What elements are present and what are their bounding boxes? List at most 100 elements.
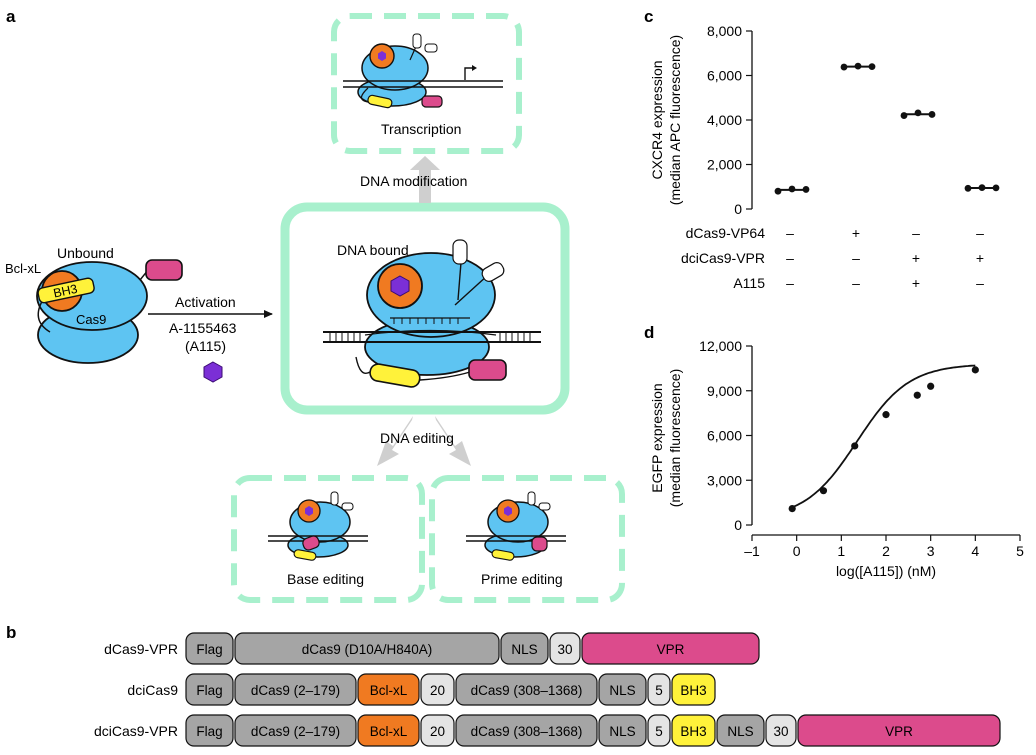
effector-domain xyxy=(145,259,183,281)
drug-label: A-1155463 xyxy=(169,320,237,336)
drug-abbr-label: (A115) xyxy=(185,338,226,354)
c-data-point xyxy=(840,63,848,71)
construct-segment-label: dCas9 (308–1368) xyxy=(471,683,583,698)
d-y-tick-label: 0 xyxy=(734,517,742,533)
c-y-tick-label: 6,000 xyxy=(707,68,742,84)
arrow-down-left xyxy=(377,416,413,466)
c-data-point xyxy=(802,186,810,193)
dna-bound-complex xyxy=(323,239,541,388)
prime-editing-complex xyxy=(466,491,566,561)
construct-segment-label: BH3 xyxy=(680,724,706,739)
d-fit-curve xyxy=(791,364,976,509)
construct-segment xyxy=(671,673,716,706)
d-x-tick-label: 5 xyxy=(1016,543,1024,559)
d-x-tick-label: 4 xyxy=(971,543,979,559)
d-x-tick-label: –1 xyxy=(744,543,760,559)
c-y-axis-label: CXCR4 expression xyxy=(649,60,665,179)
construct-segment-label: Flag xyxy=(196,683,222,698)
d-y-tick-label: 12,000 xyxy=(699,338,742,354)
panel-a: a Unbound Bcl-xL BH3 Cas9 Activation A-1… xyxy=(5,7,625,603)
c-data-point xyxy=(914,109,922,117)
construct-segment-label: dCas9 (308–1368) xyxy=(471,724,583,739)
c-condition-sign: – xyxy=(852,250,860,266)
c-condition-sign: + xyxy=(912,250,920,266)
construct-segment xyxy=(185,673,234,706)
construct-name: dCas9-VPR xyxy=(104,641,178,657)
construct-segment-label: 30 xyxy=(773,724,788,739)
panel-d-letter: d xyxy=(644,323,654,342)
c-y-tick-label: 4,000 xyxy=(707,112,742,128)
construct-segment-label: 30 xyxy=(557,642,572,657)
c-condition-sign: – xyxy=(786,275,794,291)
d-y-tick-label: 9,000 xyxy=(707,383,742,399)
d-x-tick-label: 0 xyxy=(793,543,801,559)
d-data-point xyxy=(913,391,921,399)
prime-editing-box xyxy=(429,475,625,603)
construct-segment-label: BH3 xyxy=(680,683,706,698)
c-condition-sign: + xyxy=(912,275,920,291)
c-row-label: A115 xyxy=(733,275,765,291)
c-data-point xyxy=(928,111,936,118)
d-x-tick-label: 3 xyxy=(927,543,935,559)
panel-b-letter: b xyxy=(6,623,16,642)
construct-segment-label: 5 xyxy=(655,724,663,739)
construct-segment-label: NLS xyxy=(727,724,753,739)
dna-bound-box xyxy=(280,202,570,415)
c-condition-sign: – xyxy=(976,275,984,291)
panel-b: b dCas9-VPR Flag dCas9 (D10A/H840A) NLS 30 VP… xyxy=(6,623,1001,747)
construct-segment xyxy=(647,673,671,706)
unbound-label: Unbound xyxy=(57,245,114,261)
construct-segment-label: Bcl-xL xyxy=(370,724,408,739)
prime-editing-label: Prime editing xyxy=(481,571,563,587)
construct-segment xyxy=(500,632,549,665)
effector-domain-bound xyxy=(468,359,507,381)
bh3-label: BH3 xyxy=(52,282,79,301)
c-y-tick-label: 0 xyxy=(734,201,742,217)
construct-segment xyxy=(420,673,455,706)
bclxl-label: Bcl-xL xyxy=(5,261,41,276)
construct-segment-label: NLS xyxy=(511,642,537,657)
c-y-tick-label: 8,000 xyxy=(707,23,742,39)
construct-segment-label: NLS xyxy=(609,724,635,739)
transcription-label: Transcription xyxy=(381,121,461,137)
c-data-point xyxy=(868,63,876,70)
base-editing-box xyxy=(231,475,425,603)
c-y-tick-label: 2,000 xyxy=(707,157,742,173)
c-condition-sign: – xyxy=(976,225,984,241)
dna-editing-label: DNA editing xyxy=(380,430,454,446)
c-data-point xyxy=(978,184,986,192)
construct-segment xyxy=(797,714,1001,747)
construct-segment xyxy=(357,673,420,706)
c-condition-sign: – xyxy=(852,275,860,291)
construct-segment-label: 20 xyxy=(430,683,445,698)
construct-segment xyxy=(549,632,581,665)
base-editing-label: Base editing xyxy=(287,571,364,587)
arrow-up xyxy=(410,156,440,203)
construct-segment-label: dCas9 (2–179) xyxy=(251,683,340,698)
panel-a-letter: a xyxy=(6,7,16,26)
c-condition-sign: – xyxy=(786,250,794,266)
construct-segment xyxy=(234,673,357,706)
c-row-label: dciCas9-VPR xyxy=(681,250,765,266)
c-condition-sign: + xyxy=(976,250,984,266)
construct-segment-label: dCas9 (2–179) xyxy=(251,724,340,739)
d-x-tick-label: 2 xyxy=(882,543,890,559)
construct-segment xyxy=(455,673,598,706)
construct-segment-label: VPR xyxy=(657,642,685,657)
d-data-point xyxy=(971,366,979,374)
dna-bound-label: DNA bound xyxy=(337,242,409,258)
c-data-point xyxy=(788,185,796,193)
construct-segment-label: dCas9 (D10A/H840A) xyxy=(302,642,433,657)
construct-segment xyxy=(420,714,455,747)
construct-segment xyxy=(234,632,500,665)
d-y-axis-label-2: (median fluorescence) xyxy=(667,369,683,508)
d-y-axis-label: EGFP expression xyxy=(649,383,665,492)
transcription-complex xyxy=(343,33,503,109)
dna-modification-label: DNA modification xyxy=(360,173,467,189)
c-data-point xyxy=(774,187,782,195)
a115-bound-icon xyxy=(390,275,410,297)
d-y-tick-label: 3,000 xyxy=(707,472,742,488)
c-data-point xyxy=(900,112,908,119)
